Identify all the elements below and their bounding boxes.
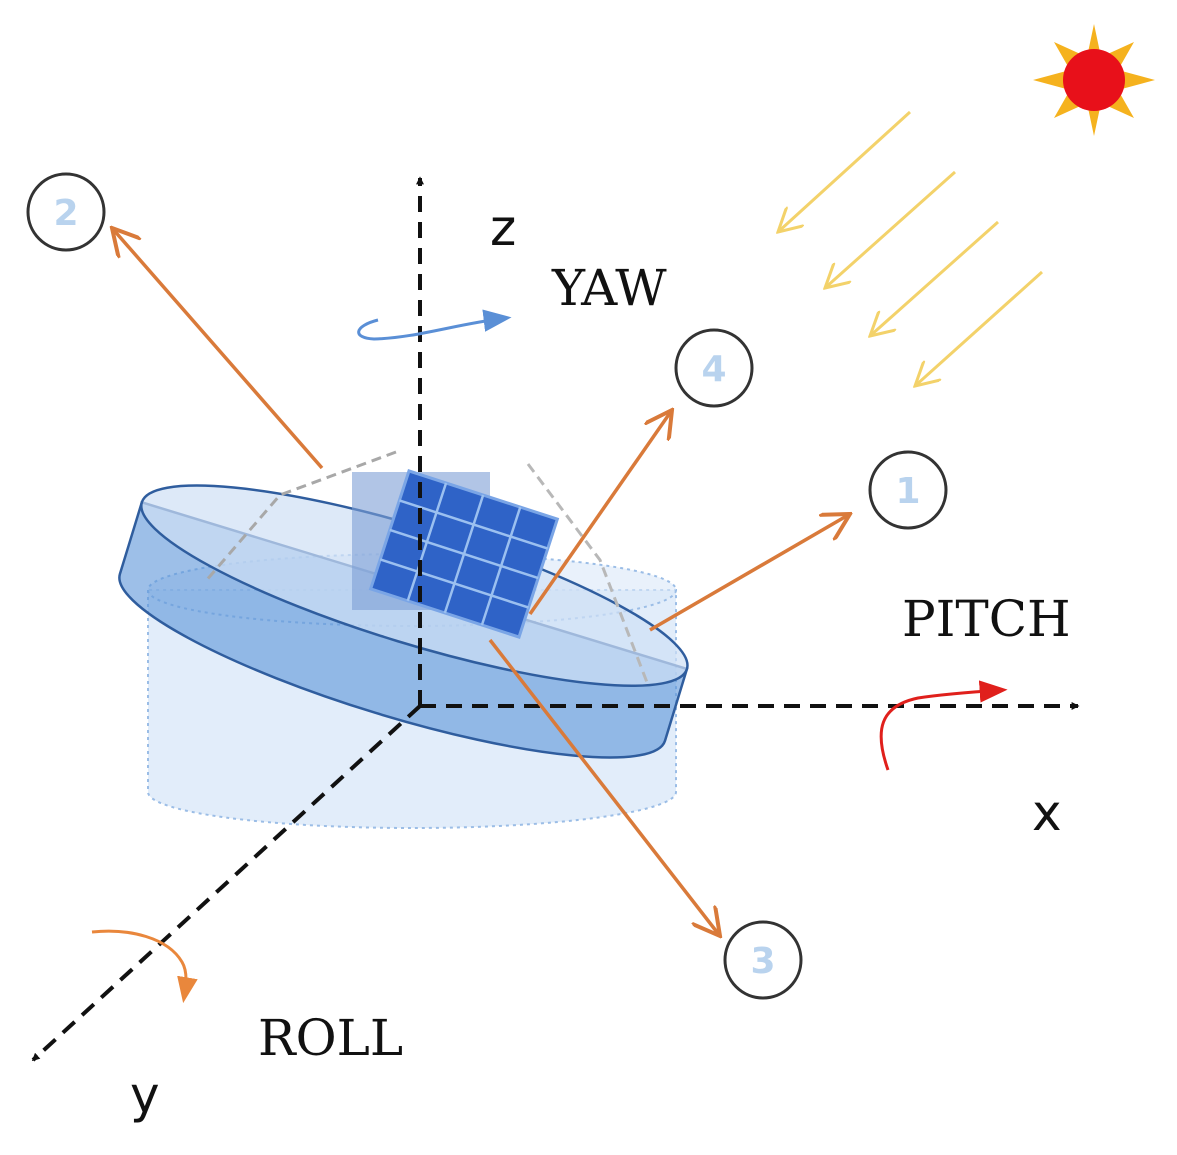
vector-1 [649, 514, 850, 632]
vector-3 [488, 638, 720, 936]
z-axis-label: z [490, 199, 516, 257]
orientation-vectors [488, 410, 850, 936]
roll-arrow [91, 929, 198, 1004]
marker-4-text: 4 [701, 349, 726, 390]
pitch-label: PITCH [902, 590, 1071, 648]
x-axis-label: x [1032, 784, 1062, 842]
coordinate-axes [31, 176, 1080, 1062]
sun-ray [870, 220, 999, 336]
sun-icon [1033, 24, 1155, 136]
vector-4 [528, 410, 672, 615]
yaw-arrow [357, 309, 512, 341]
sun-rays [778, 110, 1044, 386]
pitch-arrow [879, 680, 1008, 771]
solar-panel-icon [368, 469, 560, 639]
sun-ray [778, 110, 912, 232]
sun-ray [915, 270, 1044, 386]
marker-1-text: 1 [895, 471, 920, 512]
yaw-label: YAW [551, 259, 667, 317]
marker-3: 3 [723, 920, 803, 1000]
marker-3-text: 3 [750, 941, 775, 982]
marker-4: 4 [674, 328, 754, 408]
marker-2: 2 [26, 172, 106, 252]
marker-2-text: 2 [53, 193, 78, 234]
marker-1: 1 [868, 450, 948, 530]
y-axis-label: y [130, 1066, 160, 1124]
y-axis [31, 704, 422, 1062]
vector-2 [112, 228, 324, 470]
sun-ray [825, 170, 956, 288]
roll-label: ROLL [258, 1009, 403, 1067]
